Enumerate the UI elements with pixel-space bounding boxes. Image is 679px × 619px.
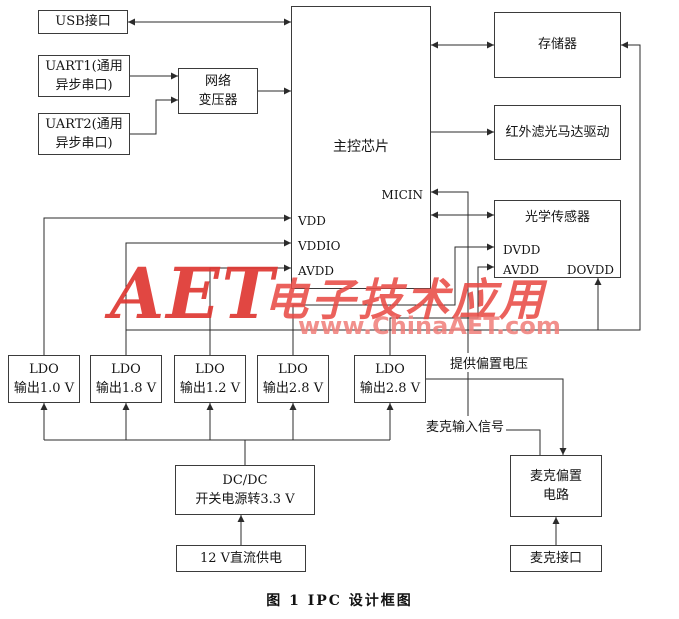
block-ldo-1v2: LDO 输出1.2 V	[174, 355, 246, 403]
block-uart1: UART1(通用 异步串口)	[38, 55, 130, 97]
block-dcdc-converter: DC/DC 开关电源转3.3 V	[175, 465, 315, 515]
pin-dovdd: DOVDD	[566, 263, 614, 277]
block-ldo-2v8-b: LDO 输出2.8 V	[354, 355, 426, 403]
optical-sensor-label: 光学传感器	[524, 210, 590, 225]
block-mic-bias-circuit: 麦克偏置 电路	[510, 455, 602, 517]
block-ldo-1v0: LDO 输出1.0 V	[8, 355, 80, 403]
label-mic-input-signal: 麦克输入信号	[424, 416, 507, 435]
block-ldo-1v8: LDO 输出1.8 V	[90, 355, 162, 403]
block-mic-port: 麦克接口	[510, 545, 602, 572]
block-uart2: UART2(通用 异步串口)	[38, 113, 130, 155]
block-optical-sensor: 光学传感器 DVDD AVDD DOVDD	[494, 200, 621, 278]
connection-lines	[40, 18, 641, 545]
block-ir-filter-motor-driver: 红外滤光马达驱动	[494, 105, 621, 160]
pin-avdd: AVDD	[298, 264, 334, 278]
pin-vdd: VDD	[298, 214, 326, 228]
block-memory: 存储器	[494, 12, 621, 78]
block-network-transformer: 网络 变压器	[178, 68, 258, 114]
figure-caption: 图 1 IPC 设计框图	[266, 593, 413, 609]
pin-micin: MICIN	[381, 188, 423, 202]
block-main-chip: 主控芯片 MICIN VDD VDDIO AVDD	[291, 6, 431, 289]
pin-sensor-avdd: AVDD	[503, 263, 539, 277]
main-chip-label: 主控芯片	[333, 139, 389, 155]
label-bias-voltage: 提供偏置电压	[448, 353, 531, 372]
pin-dvdd: DVDD	[503, 243, 541, 257]
block-12v-dc-supply: 12 V直流供电	[176, 545, 306, 572]
block-usb: USB接口	[38, 10, 128, 34]
block-ldo-2v8-a: LDO 输出2.8 V	[257, 355, 329, 403]
pin-vddio: VDDIO	[298, 239, 341, 253]
